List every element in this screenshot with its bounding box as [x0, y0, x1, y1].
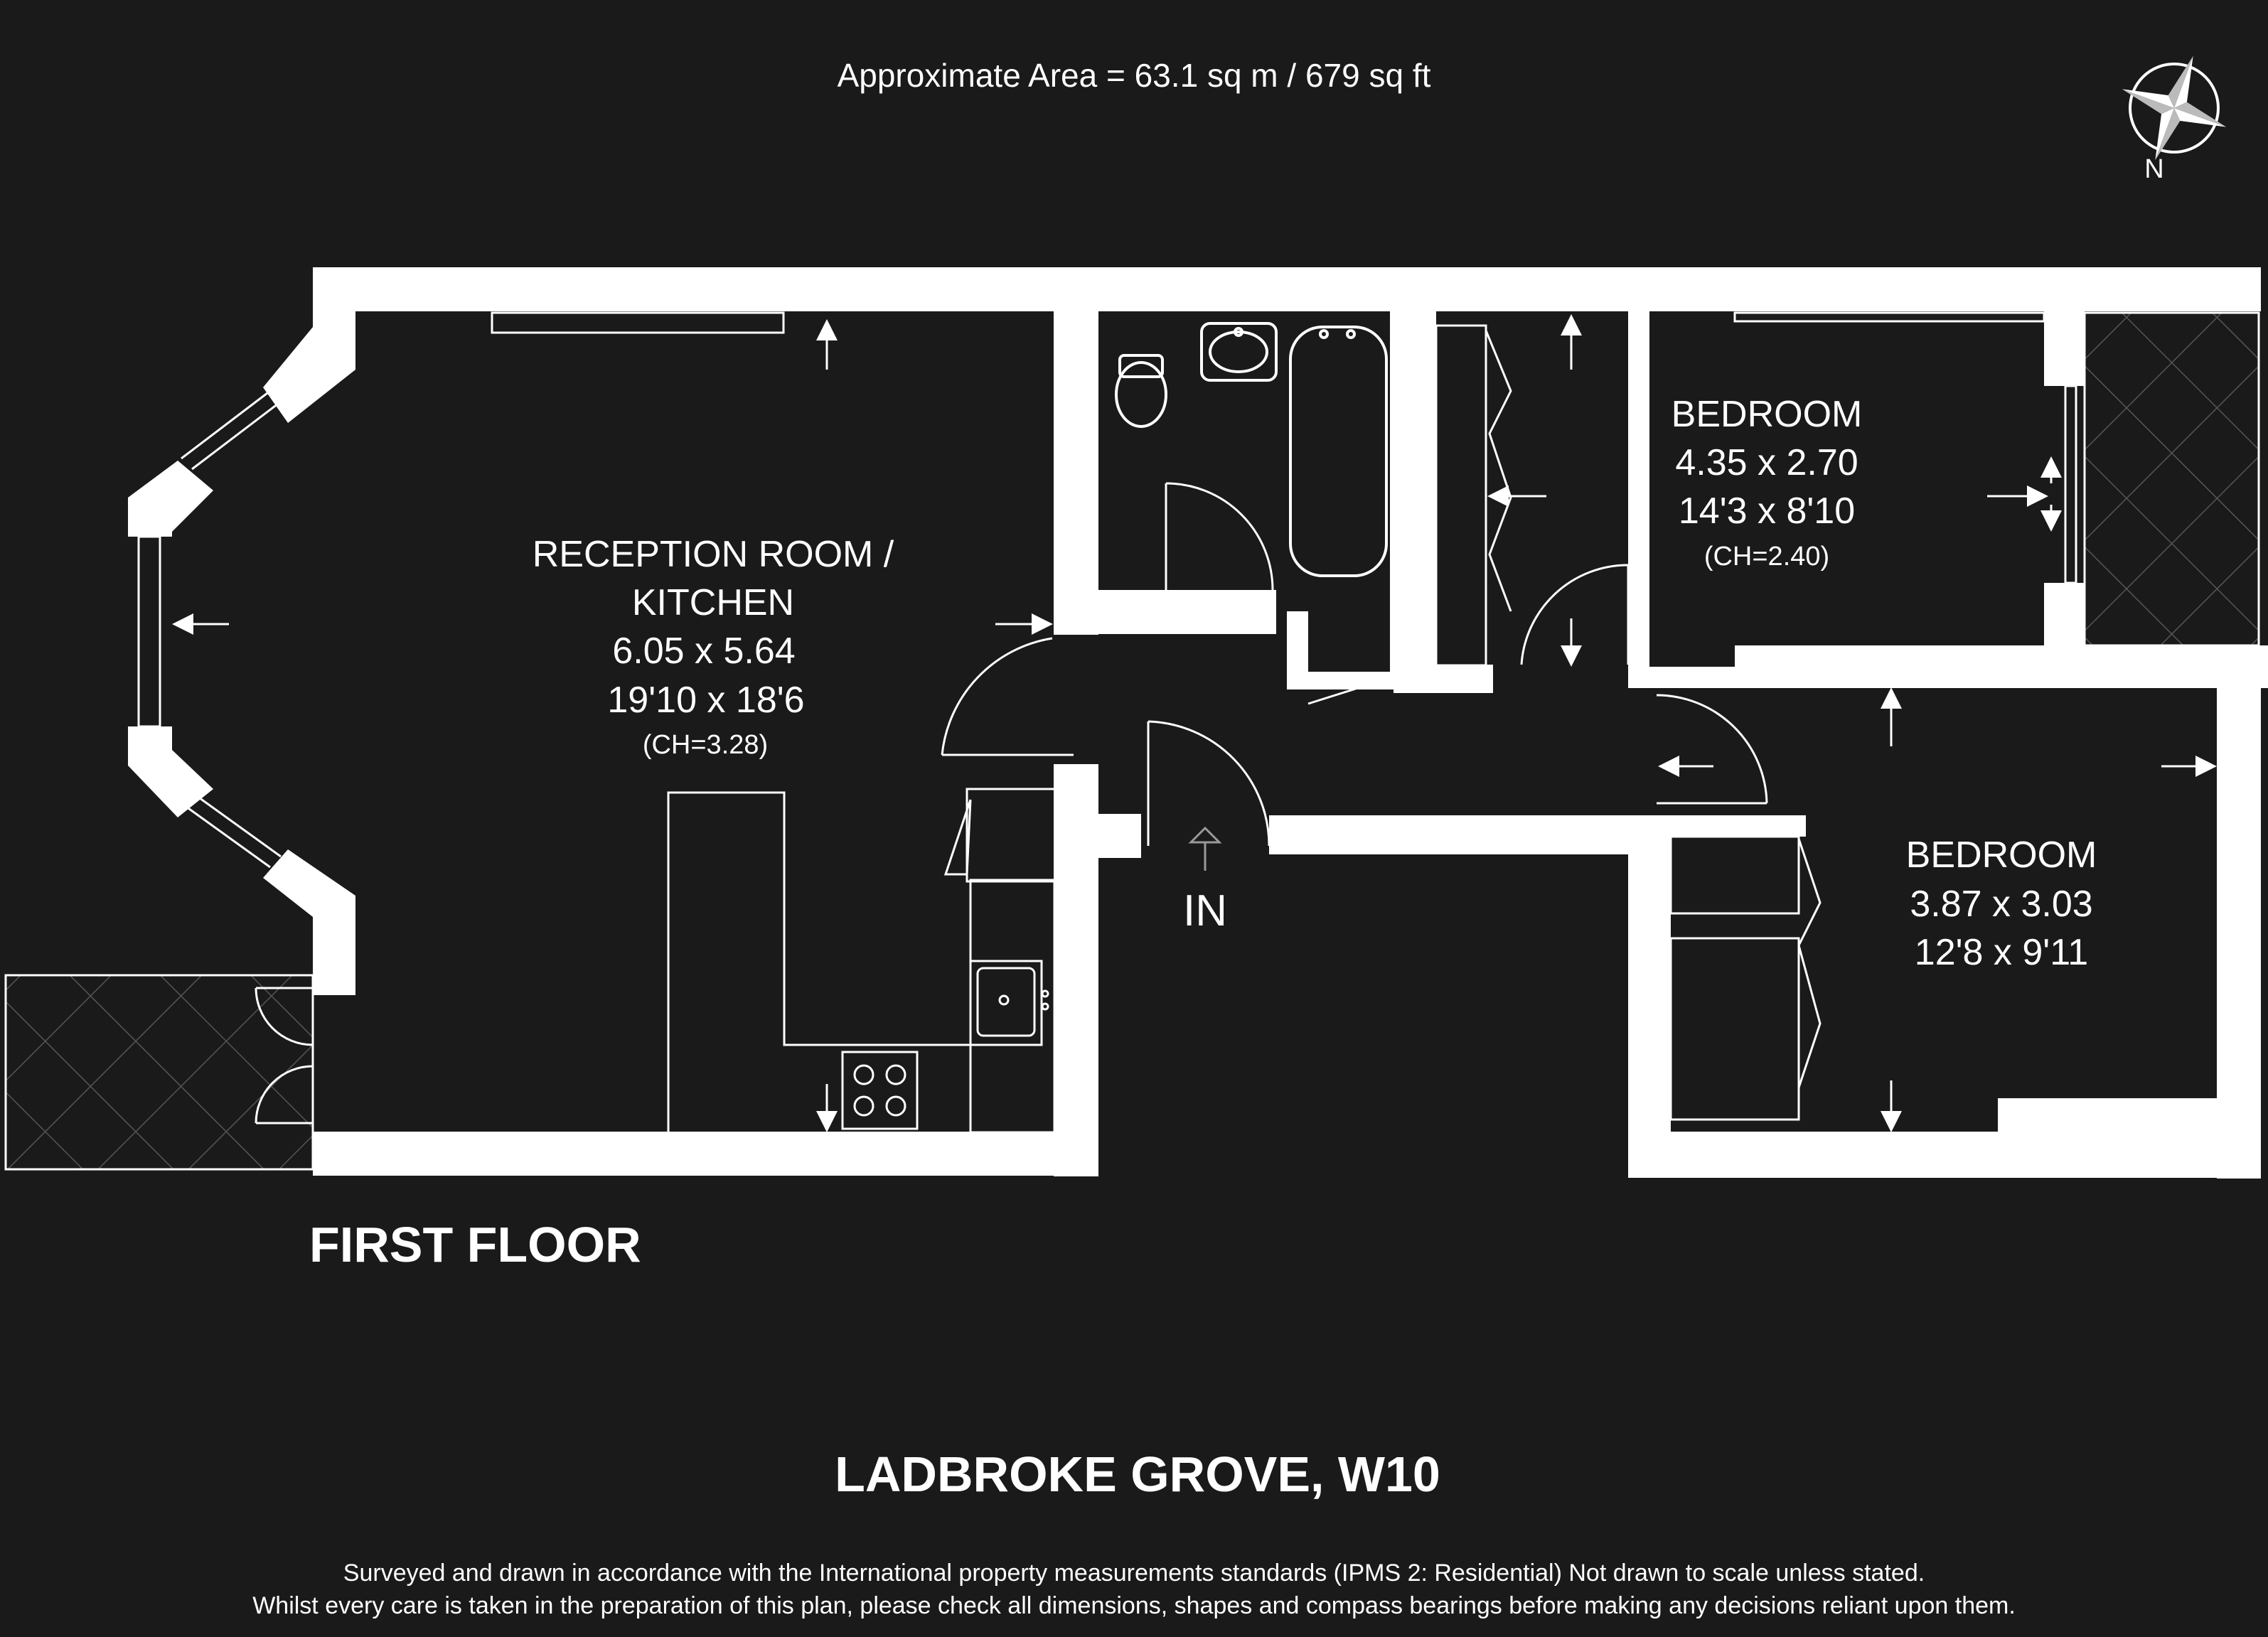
reception-room-ceiling: (CH=3.28) [643, 730, 768, 760]
disclaimer-line2: Whilst every care is taken in the prepar… [252, 1592, 2016, 1619]
bath-icon [1289, 326, 1388, 577]
bedroom1-imperial: 14'3 x 8'10 [1679, 490, 1855, 532]
reception-room-metric: 6.05 x 5.64 [612, 630, 795, 672]
hob-icon [841, 1051, 919, 1130]
walls [128, 267, 2268, 1179]
bedroom2-metric: 3.87 x 3.03 [1910, 884, 2092, 925]
approx-area-text: Approximate Area = 63.1 sq m / 679 sq ft [838, 57, 1431, 94]
floor-label: FIRST FLOOR [309, 1217, 641, 1272]
sink-icon [1209, 331, 1268, 373]
balcony-right [2083, 311, 2260, 647]
kitchen-units [667, 791, 1049, 1132]
compass-rose-icon [2122, 55, 2227, 161]
balcony-left [4, 974, 314, 1171]
kitchen-sink-icon [969, 960, 1043, 1046]
toilet-icon [1115, 361, 1167, 428]
bathroom-fixtures [1115, 322, 1388, 577]
property-name: LADBROKE GROVE, W10 [835, 1447, 1440, 1502]
compass-north-label: N [2144, 154, 2163, 184]
entrance-arrow-icon [1188, 826, 1222, 871]
reception-room-imperial: 19'10 x 18'6 [607, 680, 804, 721]
entrance-label: IN [1183, 886, 1227, 935]
bedroom2-name: BEDROOM [1906, 834, 2097, 876]
windows [137, 311, 2077, 869]
disclaimer-line1: Surveyed and drawn in accordance with th… [343, 1560, 1925, 1587]
reception-room-name-line2: KITCHEN [632, 582, 794, 623]
bedroom2-imperial: 12'8 x 9'11 [1915, 932, 2088, 973]
reception-room-name-line1: RECEPTION ROOM / [533, 534, 894, 575]
bedroom1-metric: 4.35 x 2.70 [1675, 442, 1858, 483]
bedroom1-ceiling: (CH=2.40) [1704, 542, 1829, 571]
dimension-arrows [172, 314, 2217, 1132]
bedroom1-name: BEDROOM [1671, 394, 1863, 435]
